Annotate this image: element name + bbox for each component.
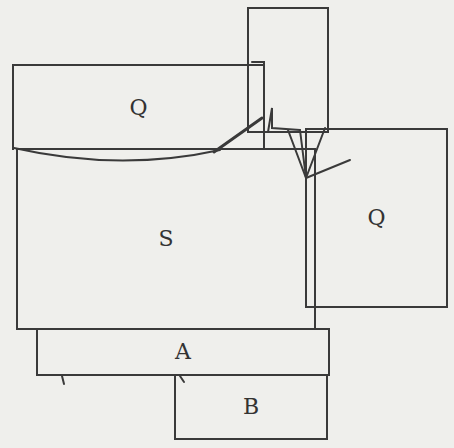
room-label: Q: [129, 96, 147, 120]
inner-line: [268, 108, 300, 132]
room-region: B: [174, 374, 328, 440]
diagonal-stroke: [214, 118, 262, 152]
band-region: A: [36, 328, 330, 376]
diagonal-stroke: [306, 160, 350, 178]
room-label: A: [175, 340, 191, 364]
room-label: Q: [367, 206, 385, 230]
room-region: Q: [12, 64, 265, 150]
room-label: B: [243, 395, 259, 419]
room-region: Q: [305, 128, 448, 308]
tick-mark: [62, 376, 184, 384]
tall-block: [248, 8, 328, 132]
room-region: S: [16, 148, 316, 330]
room-label: S: [158, 227, 173, 251]
